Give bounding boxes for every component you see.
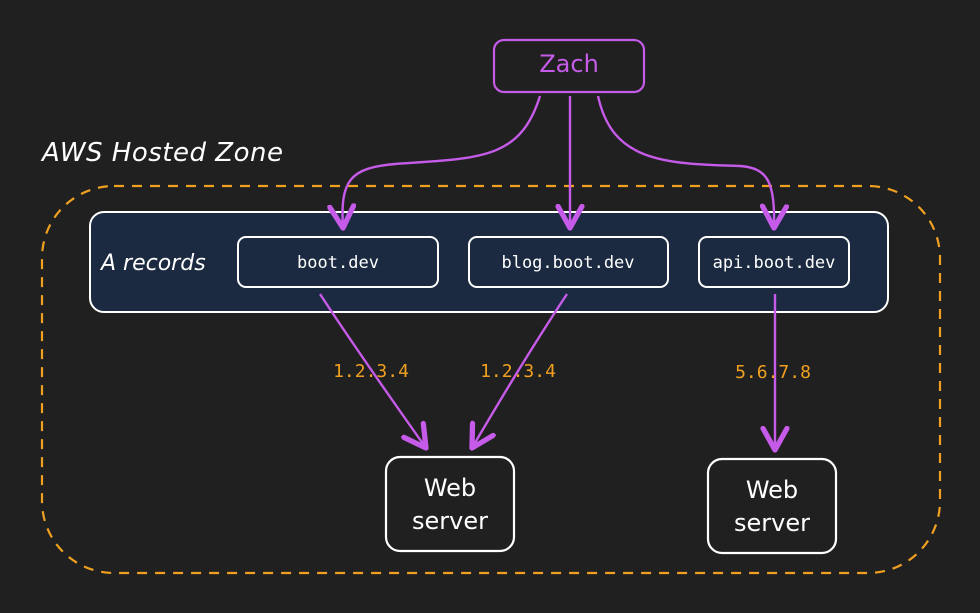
arrow-user-to-boot-dev (343, 95, 542, 228)
arrow-boot-dev-to-web-server-1 (318, 293, 426, 448)
arrow-blog-boot-dev-to-web-server-1 (472, 293, 569, 448)
record-label-blog-boot-dev: blog.boot.dev (501, 253, 634, 273)
web-server-2-line2: server (734, 509, 810, 537)
web-server-1-line1: Web (424, 474, 476, 502)
record-box-api-boot-dev (698, 236, 850, 288)
ip-label-boot-dev: 1.2.3.4 (333, 361, 409, 382)
arrow-user-to-api-boot-dev (596, 95, 774, 228)
record-label-api-boot-dev: api.boot.dev (713, 253, 836, 273)
user-node-label: Zach (539, 50, 599, 78)
web-server-1-line2: server (412, 507, 488, 535)
a-records-label: A records (99, 251, 206, 276)
web-server-2-box (706, 457, 838, 555)
user-node-box (492, 38, 646, 94)
ip-label-blog-boot-dev: 1.2.3.4 (480, 361, 556, 382)
ip-label-api-boot-dev: 5.6.7.8 (735, 362, 811, 383)
hosted-zone-title: AWS Hosted Zone (40, 138, 283, 168)
web-server-1-box (384, 455, 516, 553)
record-box-boot-dev (237, 236, 439, 288)
record-label-boot-dev: boot.dev (297, 253, 379, 273)
web-server-2-line1: Web (746, 476, 798, 504)
record-box-blog-boot-dev (468, 236, 669, 288)
